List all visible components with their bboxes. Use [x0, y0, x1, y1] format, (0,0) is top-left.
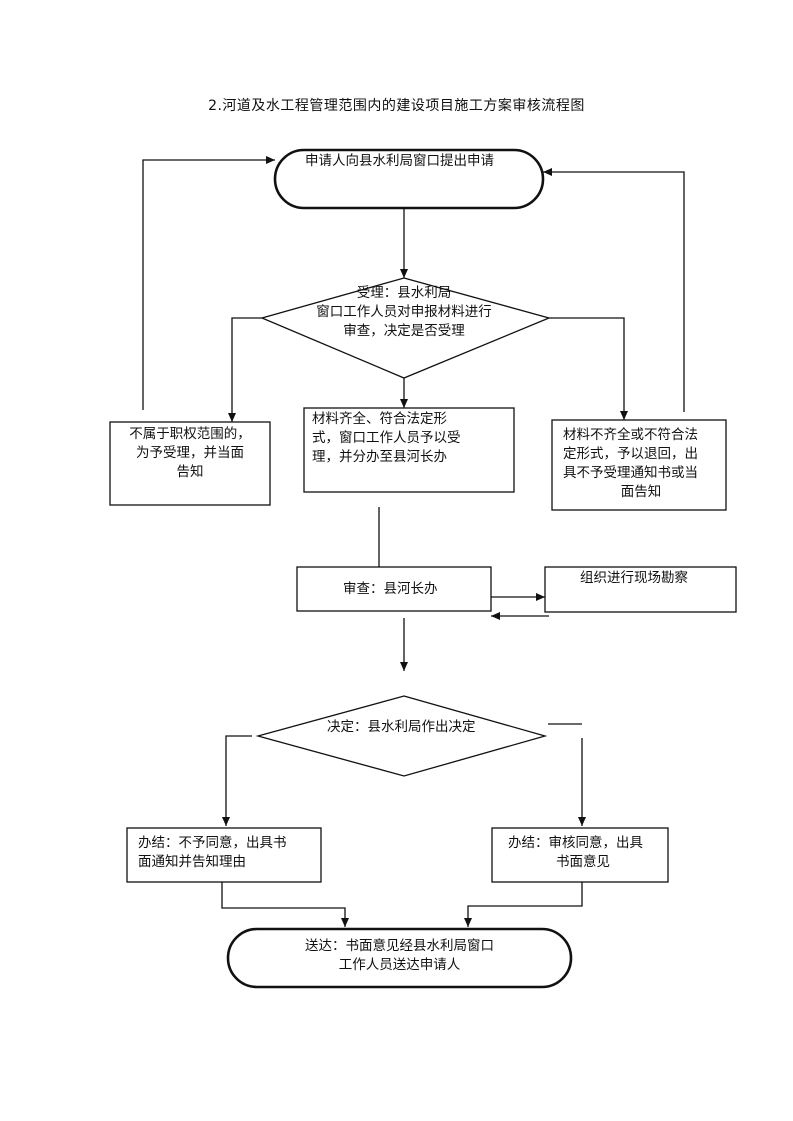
agree-line-2: 书面意见 — [556, 854, 610, 870]
decision-label: 决定：县水利局作出决定 — [327, 719, 476, 735]
not-in-scope-line-2: 为予受理，并当面 — [136, 445, 244, 461]
arrow-not-in-scope-back-to-start — [142, 156, 275, 410]
arrow-decision-to-disagree — [222, 735, 252, 826]
delivery-line-2: 工作人员送达申请人 — [338, 957, 461, 973]
accept-decision-label: 受理：县水利局 窗口工作人员对申报材料进行 审查，决定是否受理 — [304, 284, 504, 341]
review-box — [296, 566, 492, 612]
materials-incomplete-line-1: 材料不齐全或不符合法 — [563, 427, 698, 443]
materials-incomplete-label: 材料不齐全或不符合法 定形式，予以退回，出 具不予受理通知书或当 面告知 — [563, 426, 719, 502]
arrow-accept-to-not-in-scope — [228, 317, 262, 422]
agree-box — [491, 827, 669, 883]
review-label: 审查：县河长办 — [343, 581, 438, 597]
agree-line-1: 办结：审核同意，出具 — [508, 835, 643, 851]
not-in-scope-line-1: 不属于职权范围的， — [129, 426, 251, 442]
materials-incomplete-line-3: 具不予受理通知书或当 — [563, 465, 698, 481]
materials-incomplete-line-2: 定形式，予以退回，出 — [563, 446, 698, 462]
materials-incomplete-line-4: 面告知 — [620, 484, 662, 500]
site-survey-box — [544, 566, 737, 613]
accept-decision-line-1: 受理：县水利局 — [356, 285, 452, 301]
materials-complete-box — [303, 407, 515, 493]
delivery-label: 送达：书面意见经县水利局窗口 工作人员送达申请人 — [228, 937, 571, 975]
materials-complete-line-3: 理，并分办至县河长办 — [312, 449, 447, 465]
materials-complete-line-1: 材料齐全、符合法定形 — [312, 411, 447, 427]
disagree-line-2: 面通知并告知理由 — [138, 854, 246, 870]
materials-complete-label: 材料齐全、符合法定形 式，窗口工作人员予以受 理，并分办至县河长办 — [312, 410, 461, 467]
accept-decision-line-3: 审查，决定是否受理 — [343, 323, 465, 339]
disagree-box — [126, 827, 322, 883]
site-survey-label: 组织进行现场勘察 — [580, 570, 688, 586]
page-title: 2.河道及水工程管理范围内的建设项目施工方案审核流程图 — [208, 98, 585, 114]
arrow-accept-to-incomplete — [549, 317, 628, 420]
start-label: 申请人向县水利局窗口提出申请 — [305, 153, 494, 169]
arrow-agree-to-delivery — [464, 882, 583, 927]
materials-incomplete-box — [551, 419, 727, 511]
not-in-scope-line-3: 告知 — [176, 464, 204, 480]
arrow-disagree-to-delivery — [221, 882, 349, 927]
disagree-label: 办结：不予同意，出具书 面通知并告知理由 — [138, 834, 287, 872]
agree-label: 办结：审核同意，出具 书面意见 — [508, 834, 658, 872]
delivery-line-1: 送达：书面意见经县水利局窗口 — [305, 938, 494, 954]
not-in-scope-label: 不属于职权范围的， 为予受理，并当面 告知 — [110, 425, 270, 482]
materials-complete-line-2: 式，窗口工作人员予以受 — [312, 430, 461, 446]
start-terminator — [273, 148, 545, 210]
decision-diamond — [255, 695, 548, 777]
not-in-scope-box — [109, 421, 271, 506]
disagree-line-1: 办结：不予同意，出具书 — [138, 835, 287, 851]
arrow-incomplete-back-to-start — [543, 168, 685, 412]
accept-decision-line-2: 窗口工作人员对申报材料进行 — [316, 304, 492, 320]
delivery-terminator — [226, 927, 573, 989]
